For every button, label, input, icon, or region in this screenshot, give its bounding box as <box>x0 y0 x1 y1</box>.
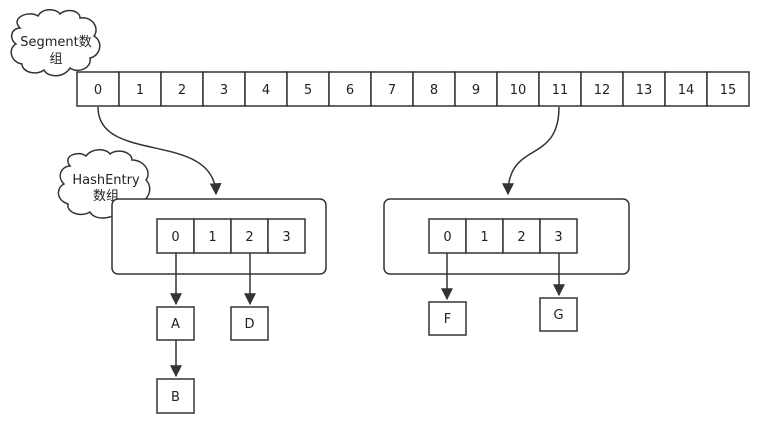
hashentry-left-cell-3: 3 <box>267 218 306 254</box>
segment-array-cloud: Segment数 组 <box>10 9 101 77</box>
segment-cell-13: 13 <box>622 71 666 107</box>
segment-array-label-line2: 组 <box>49 52 62 67</box>
segment-cell-label: 13 <box>636 83 653 98</box>
segment-cell-label: 9 <box>472 83 480 98</box>
node-F-label: F <box>444 312 451 327</box>
node-F: F <box>428 301 467 336</box>
segment-cell-0: 0 <box>76 71 120 107</box>
segment-cell-15: 15 <box>706 71 750 107</box>
hashentry-left-cell-label: 0 <box>171 230 179 245</box>
segment-cell-14: 14 <box>664 71 708 107</box>
segment-cell-label: 3 <box>220 83 228 98</box>
segment-cell-7: 7 <box>370 71 414 107</box>
hashentry-left-cell-label: 2 <box>245 230 253 245</box>
segment-cell-10: 10 <box>496 71 540 107</box>
hashentry-array-label-line2: 数组 <box>93 189 119 204</box>
hashentry-right-cell-0: 0 <box>428 218 467 254</box>
segment-cell-6: 6 <box>328 71 372 107</box>
segment-cell-1: 1 <box>118 71 162 107</box>
node-B: B <box>156 378 195 414</box>
hashentry-right-cell-1: 1 <box>465 218 504 254</box>
segment-cell-label: 5 <box>304 83 312 98</box>
node-G: G <box>539 297 578 332</box>
hashentry-right-cell-label: 3 <box>554 230 562 245</box>
hashentry-right-cell-label: 0 <box>443 230 451 245</box>
hashentry-right-cell-label: 2 <box>517 230 525 245</box>
node-D: D <box>230 306 269 341</box>
segment-cell-label: 8 <box>430 83 438 98</box>
segment-cell-4: 4 <box>244 71 288 107</box>
connector-segment11-to-right <box>502 106 560 196</box>
segment-cell-label: 10 <box>510 83 527 98</box>
hashentry-left-cell-label: 3 <box>282 230 290 245</box>
hashentry-right-cell-label: 1 <box>480 230 488 245</box>
node-A-label: A <box>171 317 180 332</box>
segment-cell-11: 11 <box>538 71 582 107</box>
hashentry-right-cell-2: 2 <box>502 218 541 254</box>
segment-cell-label: 4 <box>262 83 270 98</box>
segment-cell-label: 12 <box>594 83 611 98</box>
segment-cell-label: 2 <box>178 83 186 98</box>
segment-cell-label: 7 <box>388 83 396 98</box>
hashentry-left-cell-2: 2 <box>230 218 269 254</box>
hashentry-left-cell-label: 1 <box>208 230 216 245</box>
hashentry-array-right: 0 1 2 3 <box>428 218 578 254</box>
segment-cell-3: 3 <box>202 71 246 107</box>
hashentry-array-left: 0 1 2 3 <box>156 218 306 254</box>
segment-cell-label: 0 <box>94 83 102 98</box>
hashentry-array-label-line1: HashEntry <box>72 173 140 188</box>
segment-cell-label: 14 <box>678 83 695 98</box>
segment-cell-label: 15 <box>720 83 737 98</box>
node-D-label: D <box>244 317 254 332</box>
segment-cell-8: 8 <box>412 71 456 107</box>
segment-cell-label: 6 <box>346 83 354 98</box>
segment-array-label-line1: Segment数 <box>20 35 92 50</box>
segment-cell-label: 11 <box>552 83 569 98</box>
segment-cell-5: 5 <box>286 71 330 107</box>
segment-cell-label: 1 <box>136 83 144 98</box>
segment-cell-9: 9 <box>454 71 498 107</box>
hashentry-left-cell-1: 1 <box>193 218 232 254</box>
node-B-label: B <box>171 390 180 405</box>
node-A: A <box>156 306 195 341</box>
node-G-label: G <box>553 308 563 323</box>
hashentry-right-cell-3: 3 <box>539 218 578 254</box>
segment-cell-12: 12 <box>580 71 624 107</box>
hashentry-left-cell-0: 0 <box>156 218 195 254</box>
segment-cell-2: 2 <box>160 71 204 107</box>
connector-segment0-to-left <box>97 106 222 196</box>
